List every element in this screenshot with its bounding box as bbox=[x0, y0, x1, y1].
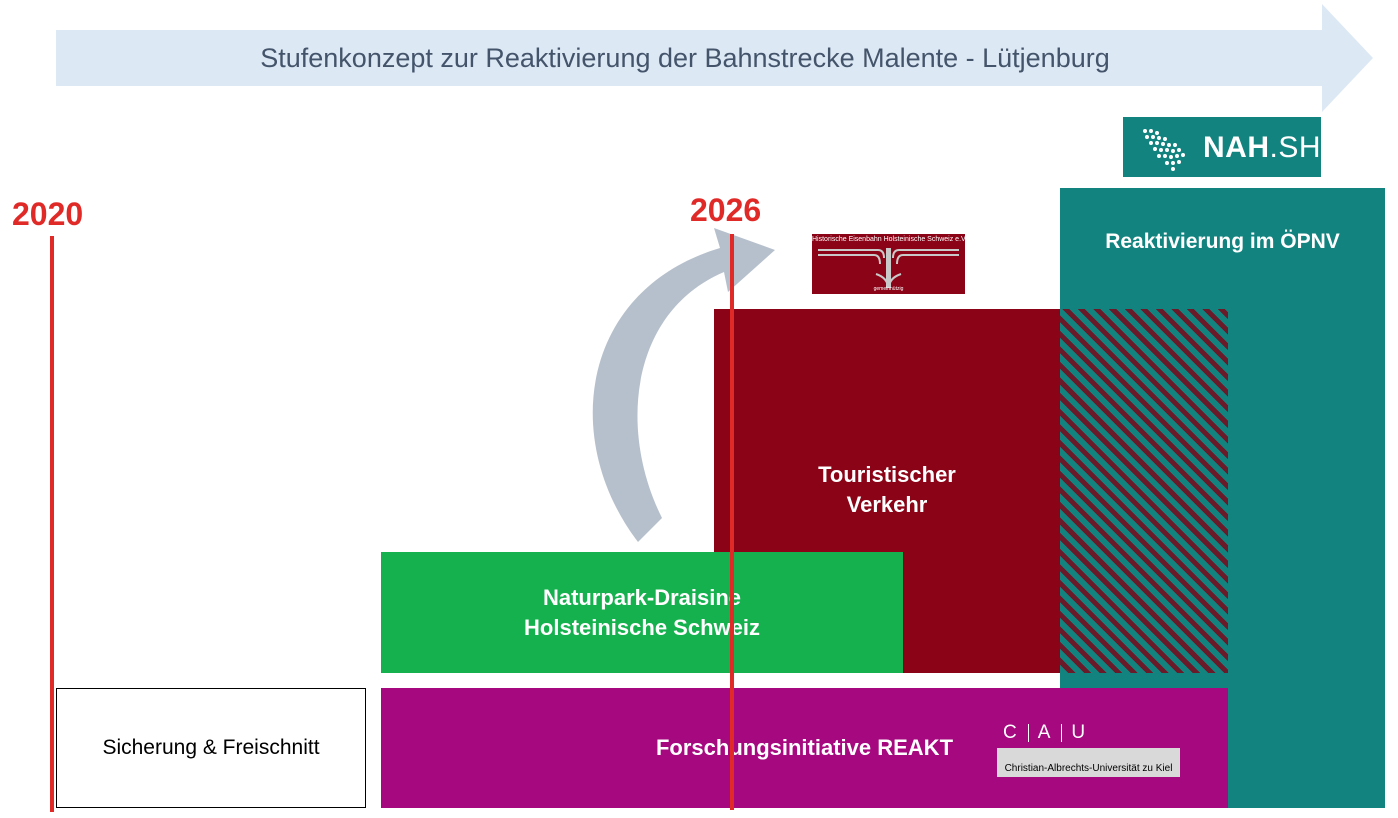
nahsh-main: NAH bbox=[1203, 131, 1270, 164]
cau-logo-subtitle: Christian-Albrechts-Universität zu Kiel bbox=[997, 748, 1180, 777]
draisine-label: Naturpark-Draisine Holsteinische Schweiz bbox=[381, 552, 903, 673]
sicherung-block: Sicherung & Freischnitt bbox=[56, 688, 366, 808]
historische-eisenbahn-subtext: gemeinnützig bbox=[873, 286, 904, 292]
historische-eisenbahn-text: Historische Eisenbahn Holsteinische Schw… bbox=[812, 236, 967, 243]
nahsh-logo-text: NAH.SH bbox=[1203, 131, 1321, 165]
overlap-hatched-area bbox=[1060, 309, 1228, 673]
year-2020-marker-line bbox=[50, 236, 54, 812]
year-2026-marker-line bbox=[730, 234, 734, 810]
banner-arrow bbox=[56, 4, 1373, 112]
nahsh-logo bbox=[1123, 117, 1321, 177]
tour-line-1: Touristischer bbox=[818, 462, 956, 487]
nahsh-suffix: .SH bbox=[1269, 131, 1322, 164]
historische-eisenbahn-logo bbox=[812, 234, 965, 294]
draisine-line-1: Naturpark-Draisine bbox=[542, 584, 742, 610]
tour-line-2: Verkehr bbox=[846, 492, 928, 517]
cau-letter-u: U bbox=[1071, 722, 1088, 743]
year-2020-label: 2020 bbox=[12, 196, 84, 232]
schleswig-holstein-map-icon bbox=[1143, 129, 1185, 171]
railway-wing-icon bbox=[818, 248, 959, 289]
oepnv-label: Reaktivierung im ÖPNV bbox=[1105, 230, 1340, 253]
draisine-line-2: Holsteinische Schweiz bbox=[524, 614, 760, 640]
reakt-label: Forschungsinitiative REAKT bbox=[655, 735, 954, 760]
cau-letter-c: C bbox=[1003, 722, 1019, 743]
draisine-block bbox=[381, 552, 903, 673]
year-2026-label: 2026 bbox=[690, 192, 762, 228]
touristischer-verkehr-label: Touristischer Verkehr bbox=[714, 440, 1060, 540]
cau-letter-a: A bbox=[1037, 722, 1053, 743]
banner-title: Stufenkonzept zur Reaktivierung der Bahn… bbox=[260, 42, 1110, 73]
curved-transition-arrow bbox=[592, 228, 775, 542]
